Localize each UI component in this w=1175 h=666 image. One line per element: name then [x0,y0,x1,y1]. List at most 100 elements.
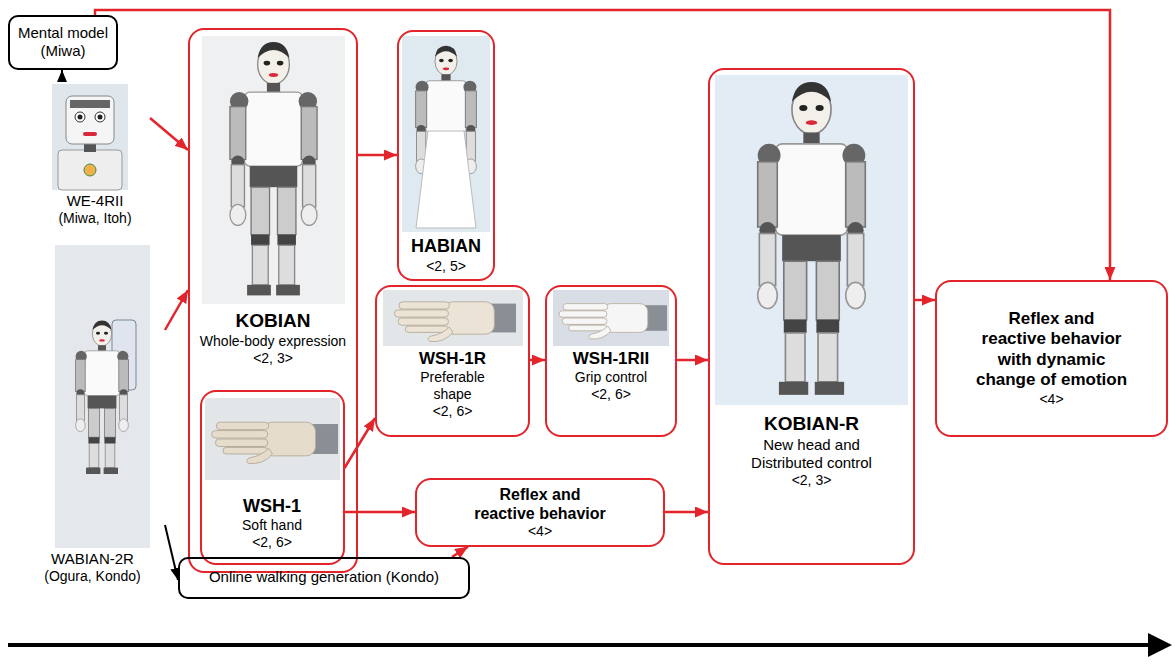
photo-ground [383,290,523,346]
robot-figure [758,82,866,395]
project-box: WSH-1RIIGrip control<2, 6> [545,285,677,437]
robot-pupil [98,115,103,120]
flow-arrow [358,154,397,157]
photo-ground [205,398,340,480]
node-text: <2, 6> [377,403,528,420]
node-title: Mental model [10,24,116,42]
node-title: Reflex and reactive behavior with dynami… [975,309,1128,391]
robot-figure [230,42,317,295]
glove-figure [559,304,667,339]
robot-body [58,150,122,190]
flow-arrow [165,525,178,580]
node-text: Whole-body expression [190,333,356,350]
photo-ground [715,75,908,405]
flow-arrow [150,118,188,150]
flow-arrow [665,511,708,514]
kobianr-photo [715,75,908,405]
robot-brow [70,100,110,108]
chest-logo [84,164,96,176]
flow-arrow [452,547,468,557]
text-stack: WSH-1RPreferable shape<2, 6> [377,349,528,420]
time-axis [8,643,1150,647]
node-text: <2, 5> [399,258,493,275]
photo-ground [402,36,490,232]
flow-arrow [530,359,545,362]
node-text: Grip control [547,369,675,386]
flow-arrow [677,359,708,362]
flow-arrow [95,10,1110,280]
source-box: Mental model(Miwa) [8,15,118,70]
node-text: Soft hand [202,517,343,534]
robot-skirt [416,131,476,228]
node-text: <2, 6> [202,534,343,551]
node-text: <2, 3> [710,472,913,489]
flow-arrow [345,511,416,514]
wsh1-photo [205,398,340,480]
robot-panel: WABIAN-2R(Ogura, Kondo) [20,242,165,594]
project-box: KOBIAN-RNew head and Distributed control… [708,68,915,565]
node-text: <2, 3> [190,350,356,367]
flow-arrow [61,70,63,82]
flow-arrow [345,418,376,468]
text-stack: WSH-1RIIGrip control<2, 6> [547,349,675,403]
text-stack: HABIAN<2, 5> [399,236,493,274]
flow-arrow [915,299,935,302]
node-title: KOBIAN-R [710,413,913,436]
photo-ground [55,245,150,548]
robot-pupil [78,115,83,120]
node-text: (Miwa, Itoh) [40,210,150,227]
robot-eye [75,112,85,122]
robot-figure [76,320,129,474]
text-stack: WABIAN-2R(Ogura, Kondo) [20,550,165,585]
project-box: HABIAN<2, 5> [397,30,495,281]
habian-photo [402,36,490,232]
kobian-photo [202,36,345,304]
node-title: Online walking generation (Kondo) [180,568,468,586]
robot-panel: WE-4RII(Miwa, Itoh) [40,82,150,232]
node-title: HABIAN [399,236,493,258]
node-title: WSH-1 [202,496,343,518]
robot-head [66,96,114,144]
wsh1rii-photo [553,290,669,346]
time-axis-head [1148,633,1172,657]
node-title: Reflex and reactive behavior [471,485,609,523]
text-stack: Reflex and reactive behavior with dynami… [937,309,1166,407]
text-stack: Mental model(Miwa) [10,24,116,60]
project-box: Reflex and reactive behavior<4> [415,478,665,547]
wsh1r-photo [383,290,523,346]
photo-ground [52,84,128,190]
text-stack: KOBIANWhole-body expression<2, 3> [190,310,356,366]
we4rii-photo [52,84,128,190]
node-title: WSH-1R [377,349,528,369]
photo-ground [202,36,345,304]
node-text: (Miwa) [10,42,116,60]
node-title: WE-4RII [40,192,150,210]
flow-arrow [165,290,188,330]
text-stack: KOBIAN-RNew head and Distributed control… [710,413,913,489]
node-text: Preferable shape [408,369,498,403]
project-box: KOBIANWhole-body expression<2, 3> WSH-1So… [188,28,358,573]
node-title: WSH-1RII [547,349,675,369]
robot-mouth [83,132,97,136]
source-box: Online walking generation (Kondo) [178,557,470,599]
text-stack: WSH-1Soft hand<2, 6> [202,496,343,551]
hand-figure [212,422,338,463]
node-text: <2, 6> [547,386,675,403]
text-stack: WE-4RII(Miwa, Itoh) [40,192,150,227]
project-box: WSH-1RPreferable shape<2, 6> [375,285,530,437]
robot-eye [95,112,105,122]
node-text: New head and Distributed control [742,436,882,472]
node-text: <4> [937,391,1166,408]
wabian2r-photo [55,245,150,548]
text-stack: Reflex and reactive behavior<4> [417,485,663,540]
text-stack: Online walking generation (Kondo) [180,568,468,586]
project-box: Reflex and reactive behavior with dynami… [935,280,1168,437]
node-text: (Ogura, Kondo) [20,568,165,585]
project-box: WSH-1Soft hand<2, 6> [200,390,345,565]
hand-figure [395,302,517,342]
node-text: <4> [417,523,663,540]
node-title: WABIAN-2R [20,550,165,568]
photo-ground [553,290,669,346]
node-title: KOBIAN [190,310,356,333]
